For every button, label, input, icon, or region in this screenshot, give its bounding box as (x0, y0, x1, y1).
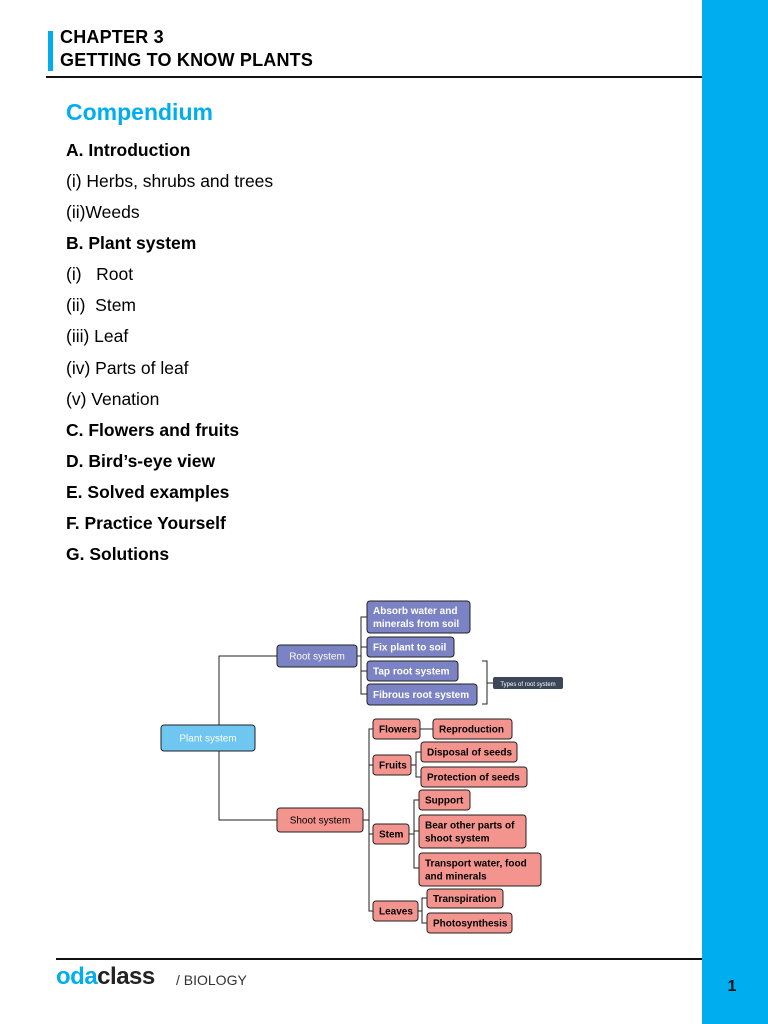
types-of-root-system-note: Types of root system (493, 677, 563, 689)
brand-oda: oda (56, 963, 98, 990)
node-label: and minerals (425, 872, 487, 883)
node-label: Transport water, food (425, 859, 527, 870)
compendium-item: (iv) Parts of leaf (66, 358, 189, 378)
shoot-part-child: Reproduction (432, 718, 513, 740)
node-label: Transpiration (433, 894, 496, 905)
compendium-item: (i) Herbs, shrubs and trees (66, 171, 274, 191)
root-system-child: Fibrous root system (366, 683, 478, 706)
node-label: Stem (379, 830, 404, 841)
node-label: Tap root system (373, 667, 450, 678)
node-label: Flowers (379, 725, 417, 736)
shoot-part-child: Support (418, 789, 471, 811)
node-label: Fibrous root system (373, 690, 469, 701)
compendium-item: (ii)Weeds (66, 202, 140, 222)
compendium-item: F. Practice Yourself (66, 513, 226, 533)
node-label: minerals from soil (373, 619, 459, 630)
node-label: shoot system (425, 834, 490, 845)
compendium-item: A. Introduction (66, 140, 191, 160)
brand-class: class (97, 963, 155, 990)
node-label: Leaves (379, 907, 413, 918)
shoot-part-node: Fruits (372, 754, 412, 776)
shoot-part-node: Flowers (372, 718, 421, 740)
shoot-part-child: Disposal of seeds (420, 741, 518, 763)
compendium-item: C. Flowers and fruits (66, 420, 240, 440)
node-label: Protection of seeds (427, 773, 520, 784)
root-system-node: Root system (276, 644, 358, 668)
compendium-item: B. Plant system (66, 233, 197, 253)
node-label: Photosynthesis (433, 919, 508, 930)
root-system-child: Fix plant to soil (366, 636, 455, 658)
plant-system-node: Plant system (160, 724, 256, 752)
compendium-item: (iii) Leaf (66, 326, 129, 346)
shoot-system-node: Shoot system (276, 807, 364, 833)
shoot-part-child: Transport water, food and minerals (418, 852, 542, 887)
compendium-item: E. Solved examples (66, 482, 230, 502)
shoot-part-child: Transpiration (426, 888, 504, 909)
note-label: Types of root system (500, 682, 555, 688)
node-label: Root system (289, 652, 345, 663)
node-label: Bear other parts of (425, 821, 515, 832)
compendium-item: D. Bird’s-eye view (66, 451, 216, 471)
compendium-item: (ii) Stem (66, 295, 136, 315)
node-label: Reproduction (439, 725, 504, 736)
shoot-part-node: Leaves (372, 900, 419, 922)
chapter-title: GETTING TO KNOW PLANTS (60, 50, 314, 70)
node-label: Support (425, 796, 464, 807)
page-number: 1 (727, 978, 737, 995)
node-label: Fruits (379, 761, 407, 772)
node-label: Absorb water and (373, 606, 457, 617)
shoot-part-child: Bear other parts of shoot system (418, 814, 527, 849)
node-label: Disposal of seeds (427, 748, 512, 759)
header-rule (46, 76, 702, 78)
footer-rule (56, 958, 702, 960)
shoot-part-child: Protection of seeds (420, 766, 528, 788)
compendium-item: (i) Root (66, 264, 134, 284)
compendium-item: (v) Venation (66, 389, 160, 409)
side-accent-bar (702, 0, 768, 1024)
brand-logo: odaclass (56, 963, 155, 991)
header-accent-bar (48, 31, 53, 71)
compendium-heading: Compendium (66, 99, 213, 125)
chapter-number: CHAPTER 3 (60, 27, 164, 47)
shoot-part-child: Photosynthesis (426, 912, 513, 934)
compendium-item: G. Solutions (66, 544, 170, 564)
root-system-child: Tap root system (366, 660, 459, 682)
shoot-part-node: Stem (372, 823, 410, 845)
root-system-child: Absorb water and minerals from soil (366, 600, 471, 634)
subject-label: / BIOLOGY (176, 972, 247, 988)
node-label: Plant system (179, 734, 236, 745)
node-label: Shoot system (290, 816, 351, 827)
node-label: Fix plant to soil (373, 643, 447, 654)
